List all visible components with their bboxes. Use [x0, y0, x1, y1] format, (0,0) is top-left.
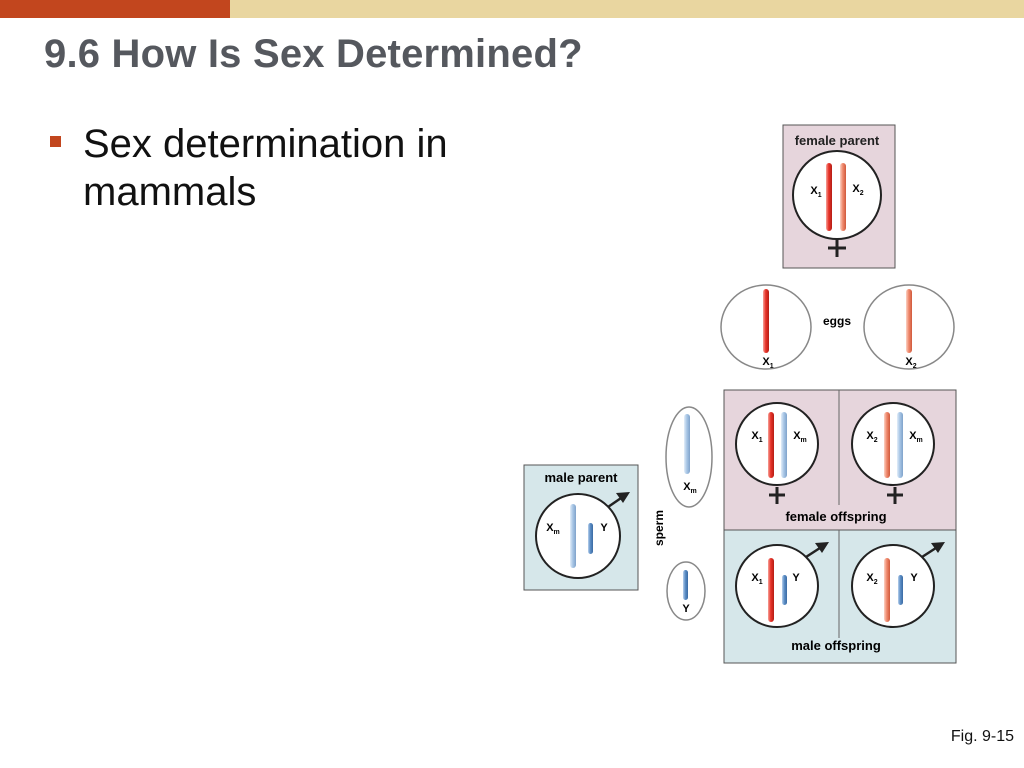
male-offspring-cell-2: [851, 544, 935, 628]
female-parent-label: female parent: [795, 133, 880, 148]
male-offspring-cell-1: [735, 544, 819, 628]
sperm-group: Xm Y sperm: [652, 406, 713, 621]
male-parent-label: male parent: [545, 470, 619, 485]
svg-text:Y: Y: [792, 572, 800, 584]
svg-text:Xm: Xm: [909, 430, 923, 444]
x2-chromosome: [840, 163, 846, 231]
offspring-grid: X1 Xm X2 Xm female offspring X1 Y X2 Y m…: [723, 389, 957, 664]
female-symbol-icon: [828, 238, 846, 257]
female-parent-panel: female parent X1 X2: [782, 124, 896, 269]
eggs-label: eggs: [823, 314, 851, 328]
svg-text:Xm: Xm: [683, 481, 697, 495]
male-symbol-icon: [607, 492, 630, 509]
figure-caption: Fig. 9-15: [950, 728, 1014, 745]
female-offspring-cell-2: [851, 402, 935, 486]
svg-text:X1: X1: [810, 185, 821, 199]
female-symbol-icon: [887, 487, 903, 504]
svg-text:Y: Y: [910, 572, 918, 584]
female-offspring-cell-1: [735, 402, 819, 486]
svg-text:Xm: Xm: [546, 522, 560, 536]
svg-text:Xm: Xm: [793, 430, 807, 444]
x1-chromosome: [826, 163, 832, 231]
male-parent-panel: male parent Xm Y: [523, 464, 639, 591]
header-accent-bar: [0, 0, 230, 18]
female-offspring-label: female offspring: [785, 509, 886, 524]
male-symbol-icon: [921, 542, 945, 559]
svg-text:Y: Y: [600, 522, 608, 534]
svg-text:X2: X2: [866, 572, 877, 586]
male-parent-cell: [535, 493, 621, 579]
male-symbol-icon: [805, 542, 829, 559]
sperm-label: sperm: [652, 510, 666, 546]
svg-text:X1: X1: [762, 356, 773, 370]
bullet-marker: [50, 136, 61, 147]
male-offspring-label: male offspring: [791, 638, 881, 653]
svg-text:Y: Y: [682, 603, 690, 615]
eggs-group: X1 X2 eggs: [720, 284, 955, 370]
female-symbol-icon: [769, 487, 785, 504]
svg-text:X2: X2: [866, 430, 877, 444]
slide-title: 9.6 How Is Sex Determined?: [44, 32, 583, 76]
bullet-text: Sex determination in mammals: [83, 122, 448, 214]
svg-text:X2: X2: [905, 356, 916, 370]
female-parent-cell: [792, 150, 882, 240]
svg-text:X1: X1: [751, 572, 762, 586]
svg-text:X1: X1: [751, 430, 762, 444]
svg-text:X2: X2: [852, 183, 863, 197]
header-band: [230, 0, 1024, 18]
